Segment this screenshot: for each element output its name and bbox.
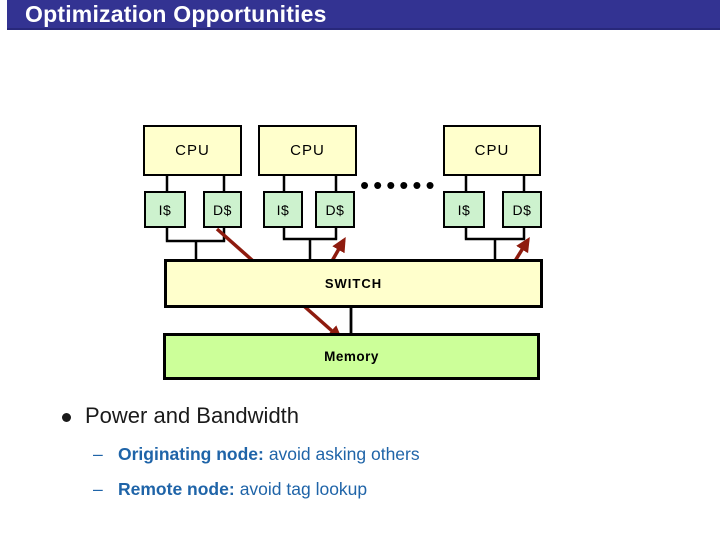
icache-label-1: I$ [158, 201, 172, 218]
page-title: Optimization Opportunities [25, 0, 327, 27]
icache-label-3: I$ [457, 201, 471, 218]
cpu-box-2: CPU [258, 125, 357, 176]
sub-bullet-rest: avoid tag lookup [239, 479, 368, 499]
switch-box: SWITCH [164, 259, 543, 308]
cpu-label-1: CPU [175, 142, 210, 159]
switch-label: SWITCH [324, 276, 383, 291]
bullet-dot-icon [62, 412, 71, 422]
bullet-item-power-bandwidth: Power and Bandwidth [62, 403, 299, 429]
icache-box-2: I$ [263, 191, 303, 228]
dash-icon: – [93, 444, 103, 464]
bullet-item-remote-node: – Remote node: avoid tag lookup [93, 479, 367, 500]
cache-switch-bus-3 [464, 228, 526, 260]
bullet-main-text: Power and Bandwidth [85, 403, 300, 428]
cpu-label-3: CPU [474, 142, 510, 159]
cache-switch-bus-1 [165, 228, 226, 260]
memory-label: Memory [324, 349, 379, 364]
cpu-cache-connectors [165, 176, 526, 192]
memory-box: Memory [163, 333, 540, 380]
icache-box-1: I$ [144, 191, 186, 228]
cache-switch-bus-2 [282, 228, 338, 260]
dcache-label-2: D$ [325, 201, 345, 218]
cpu-box-1: CPU [143, 125, 242, 176]
sub-bullet-lead: Originating node: [118, 444, 264, 464]
sub-bullet-rest: avoid asking others [268, 444, 420, 464]
title-bar: Optimization Opportunities [7, 0, 720, 30]
dcache-label-3: D$ [512, 201, 532, 218]
dcache-label-1: D$ [213, 201, 232, 218]
cpu-box-3: CPU [443, 125, 541, 176]
continuation-dots-icon: •••••• [360, 170, 439, 200]
cpu-label-2: CPU [290, 142, 325, 159]
dash-icon: – [93, 479, 103, 499]
bullet-item-originating-node: – Originating node: avoid asking others [93, 444, 420, 465]
icache-box-3: I$ [443, 191, 485, 228]
dcache-box-2: D$ [315, 191, 355, 228]
dcache-box-1: D$ [203, 191, 242, 228]
dcache-box-3: D$ [502, 191, 542, 228]
sub-bullet-lead: Remote node: [118, 479, 235, 499]
icache-label-2: I$ [276, 201, 290, 218]
